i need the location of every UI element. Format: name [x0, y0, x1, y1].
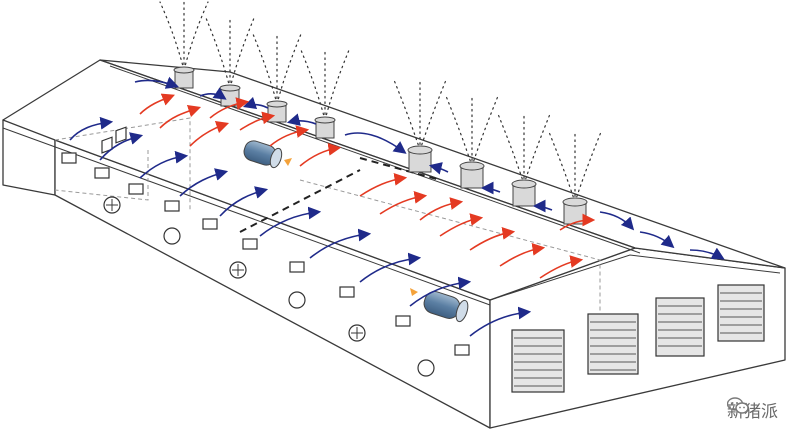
gable-trim [489, 254, 781, 301]
barn-structure [2, 59, 786, 429]
side-window [61, 152, 77, 164]
interior-partition [54, 117, 191, 210]
interior-floor-line [54, 150, 149, 201]
side-window [202, 218, 218, 230]
heater-flame-icon [410, 288, 418, 296]
wechat-icon [727, 397, 749, 414]
side-windows [61, 152, 470, 356]
roof-ridge [99, 59, 636, 249]
tunnel-fan-louver [511, 329, 565, 393]
heater-flame-icon [284, 158, 292, 166]
wall-fan-icon [417, 359, 435, 377]
chimney [205, 17, 255, 107]
exhaust-air-arrows [139, 93, 596, 279]
heater-upper [243, 140, 292, 169]
roof-chimneys [159, 0, 602, 225]
fan-blade-marks [106, 199, 363, 339]
chimney [300, 49, 350, 139]
partition-dashed-line-2 [359, 157, 441, 181]
wall-fan-icon [288, 291, 306, 309]
fresh-air-arrows [69, 76, 725, 337]
side-window [395, 315, 411, 327]
tunnel-fan-louver [655, 297, 705, 357]
chimney [497, 113, 551, 207]
watermark: 新猪派 [727, 397, 778, 422]
heaters [243, 140, 469, 323]
louver-slats [514, 292, 762, 387]
chimney [548, 131, 602, 225]
ridge-trim [109, 65, 641, 254]
tunnel-fans [511, 284, 765, 393]
tunnel-fan-louver [717, 284, 765, 342]
front-eave [2, 127, 491, 306]
heater-lower [410, 288, 469, 323]
interior-back-line [299, 179, 601, 330]
end-window-2 [115, 126, 127, 144]
wall-fan-icon [163, 227, 181, 245]
end-window-1 [101, 136, 113, 154]
chimney [159, 0, 209, 89]
side-window [94, 167, 110, 179]
partition-dashed-line [239, 169, 361, 233]
side-window [164, 200, 180, 212]
side-fans [103, 196, 435, 377]
roof-near-slope [2, 59, 636, 301]
chimney [445, 95, 499, 189]
side-window [339, 286, 355, 298]
tunnel-fan-louver [587, 313, 639, 375]
side-window [454, 344, 470, 356]
side-window [289, 261, 305, 273]
side-window [242, 238, 258, 250]
chimney [393, 79, 447, 173]
side-window [128, 183, 144, 195]
